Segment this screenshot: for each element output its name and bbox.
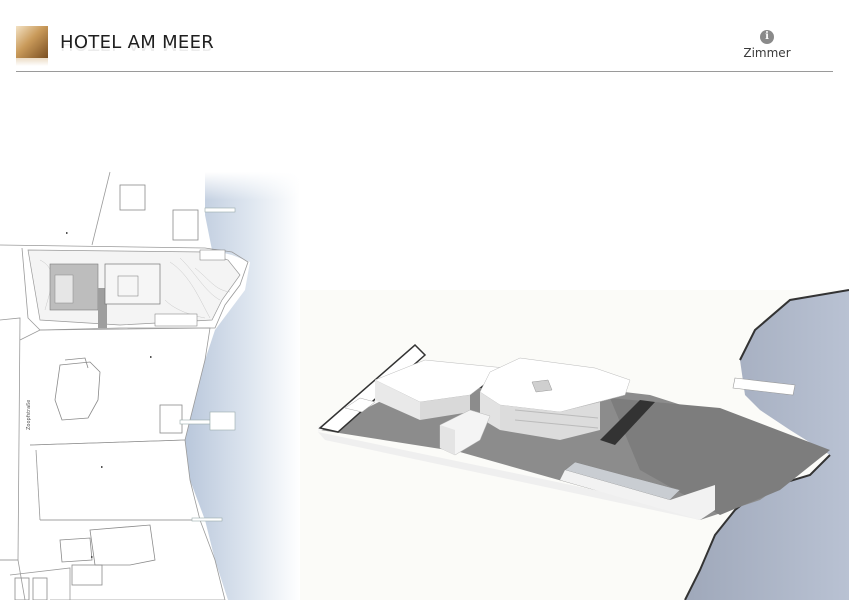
building-rendering [300, 289, 849, 601]
site-plan: Zoopfstraße [0, 171, 300, 601]
hotel-logo[interactable] [16, 26, 48, 58]
architecture-illustration: Zoopfstraße [0, 171, 849, 601]
page-title: HOTEL AM MEER [60, 32, 215, 53]
logo-reflection [16, 58, 48, 66]
street-label: Zoopfstraße [26, 400, 32, 430]
title-reflection: HOTEL AM MEER [60, 44, 214, 54]
lake-water [185, 172, 300, 600]
rooms-link[interactable]: i Zimmer [738, 30, 796, 64]
content-area: Zoopfstraße [0, 72, 849, 601]
info-icon: i [760, 30, 774, 44]
hotel-plot [27, 249, 241, 328]
header-divider [16, 71, 833, 72]
rooms-link-label: Zimmer [743, 46, 791, 60]
header: HOTEL AM MEER HOTEL AM MEER i Zimmer [0, 0, 849, 72]
